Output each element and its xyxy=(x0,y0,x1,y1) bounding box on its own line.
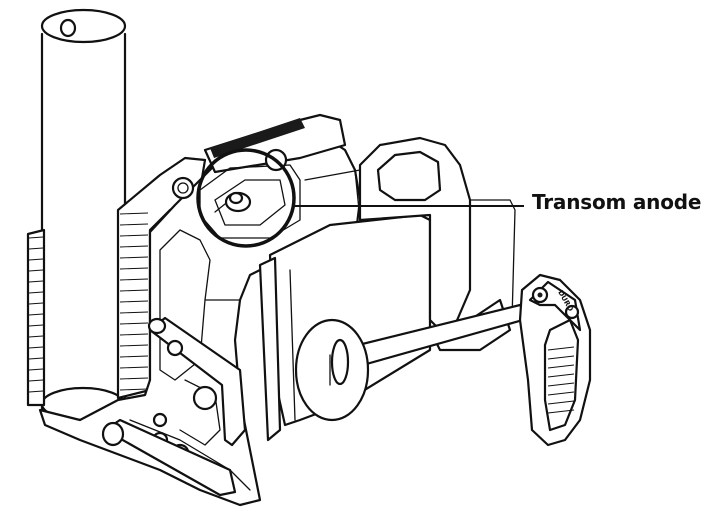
hatch-line xyxy=(119,267,149,270)
hatch-line xyxy=(28,291,44,294)
bracket-body xyxy=(38,113,362,507)
tilt-pin-bar xyxy=(101,316,247,497)
hatch-line xyxy=(119,355,149,358)
hatch-line xyxy=(119,212,149,215)
hatch-line xyxy=(547,355,575,360)
hatch-line xyxy=(28,269,44,272)
hatch-line xyxy=(28,324,44,327)
hatch-line xyxy=(119,289,149,292)
hatch-line xyxy=(28,357,44,360)
hatch-line xyxy=(119,278,149,281)
hatch-line xyxy=(28,390,44,393)
anode-callout xyxy=(196,148,524,248)
swivel-tube xyxy=(40,8,127,422)
hatch-line xyxy=(547,382,575,387)
hatch-line xyxy=(28,368,44,371)
hatch-line xyxy=(119,366,149,369)
hatch-line xyxy=(119,344,149,347)
hatch-line xyxy=(119,256,149,259)
hatch-line xyxy=(547,346,575,351)
hatch-line xyxy=(547,364,575,369)
hatch-line xyxy=(119,322,149,325)
hatch-line xyxy=(547,409,575,414)
clamp-screw xyxy=(294,303,532,422)
hatch-line xyxy=(547,373,575,378)
hatch-line xyxy=(119,333,149,336)
hatch-line xyxy=(28,346,44,349)
hatch-line xyxy=(119,300,149,303)
hatch-line xyxy=(28,236,44,239)
clamp-handle: DURO xyxy=(518,273,592,447)
hatch-line xyxy=(28,247,44,250)
transom-anode-label: Transom anode xyxy=(532,190,702,214)
hatch-line xyxy=(28,280,44,283)
tube-hatched-band xyxy=(26,228,46,407)
hatch-line xyxy=(28,313,44,316)
hatch-line xyxy=(119,234,149,237)
hatch-line xyxy=(119,245,149,248)
hatch-line xyxy=(28,335,44,338)
hatch-line xyxy=(28,258,44,261)
hatch-line xyxy=(547,400,575,405)
hatch-line xyxy=(119,388,149,391)
hatch-line xyxy=(28,379,44,382)
hatch-line xyxy=(547,391,575,396)
hatch-line xyxy=(119,311,149,314)
hatch-line xyxy=(119,377,149,380)
hatch-line xyxy=(119,223,149,226)
hatch-line xyxy=(28,302,44,305)
